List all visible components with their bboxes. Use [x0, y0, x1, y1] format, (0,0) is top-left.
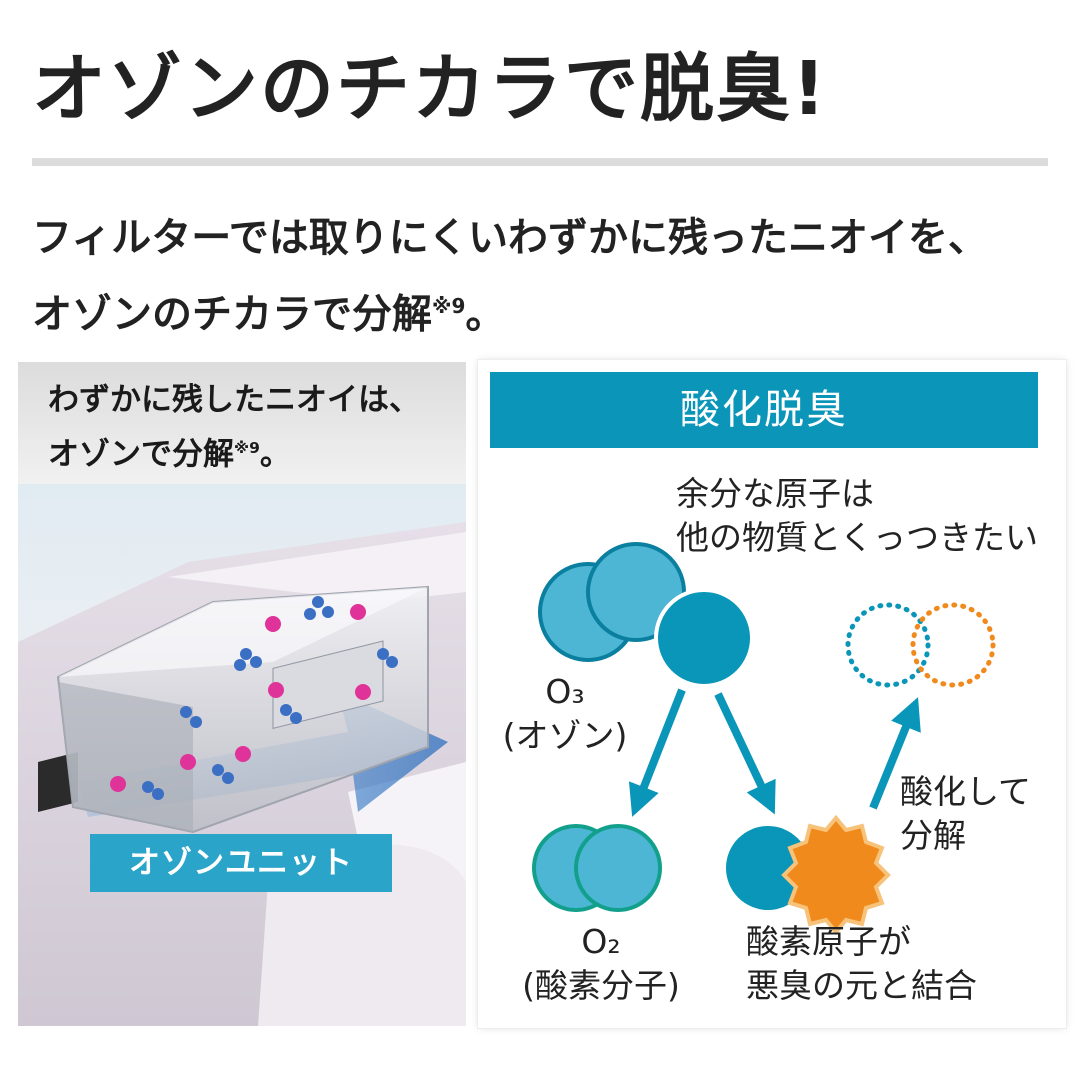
odor-particle-icon	[781, 814, 891, 936]
oxidize-line-1: 酸化して	[900, 772, 1032, 811]
caption-line-2-end: 。	[259, 436, 291, 473]
diagram-header: 酸化脱臭	[490, 372, 1038, 448]
caption-line-2-text: オゾンで分解	[48, 436, 234, 473]
bond-line-2: 悪臭の元と結合	[746, 966, 977, 1005]
ozone-formula: O₃	[545, 672, 585, 711]
decomposed-molecule-icon	[845, 602, 996, 688]
oxidation-diagram	[532, 542, 996, 936]
lead-line-2-end: 。	[465, 291, 506, 338]
atom-note-line-1: 余分な原子は	[676, 474, 874, 513]
lead-line-1: フィルターでは取りにくいわずかに残ったニオイを、	[32, 215, 988, 261]
ozone-label: O₃ (オゾン)	[490, 670, 640, 758]
oxidize-line-2: 分解	[900, 816, 966, 855]
lead-line-2-text: オゾンのチカラで分解	[32, 291, 432, 338]
photo-caption: わずかに残したニオイは、 オゾンで分解※9。	[48, 376, 466, 478]
product-photo-panel: わずかに残したニオイは、 オゾンで分解※9。 オゾンユニット	[18, 362, 466, 1026]
arrow-icon	[628, 688, 921, 817]
bond-label: 酸素原子が 悪臭の元と結合	[746, 920, 977, 1008]
oxidation-diagram-panel: 酸化脱臭	[478, 360, 1066, 1028]
caption-band	[18, 362, 466, 484]
atom-note-line-2: 他の物質とくっつきたい	[676, 518, 1039, 557]
ozone-unit-label: オゾンユニット	[90, 834, 392, 892]
caption-footnote-mark: ※9	[234, 439, 260, 457]
footnote-mark: ※9	[432, 294, 466, 318]
oxygen-formula: O₂	[581, 922, 621, 961]
atom-note: 余分な原子は 他の物質とくっつきたい	[676, 472, 1038, 560]
caption-line-2: オゾンで分解※9。	[48, 424, 466, 478]
oxygen-molecule-icon	[532, 824, 662, 912]
ozone-name: (オゾン)	[502, 716, 628, 755]
purifier-illustration	[18, 522, 466, 1026]
oxygen-name: (酸素分子)	[522, 966, 680, 1005]
oxidize-label: 酸化して 分解	[900, 770, 1031, 858]
ozone-molecule-icon	[538, 542, 754, 688]
lead-text: フィルターでは取りにくいわずかに残ったニオイを、 オゾンのチカラで分解※9。	[32, 204, 1062, 348]
bond-line-1: 酸素原子が	[746, 922, 911, 961]
oxygen-molecule-label: O₂ (酸素分子)	[506, 920, 696, 1008]
caption-line-1: わずかに残したニオイは、	[48, 382, 420, 418]
title-divider	[32, 158, 1048, 166]
page-title: オゾンのチカラで脱臭!	[32, 46, 828, 132]
lead-line-2: オゾンのチカラで分解※9。	[32, 272, 1062, 348]
